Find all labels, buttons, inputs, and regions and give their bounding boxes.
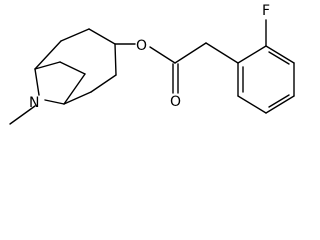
bond-ester-oxygen-carbonyl [149,46,176,64]
ring-bond-1 [237,45,267,64]
ring-inner-double-1 [268,51,290,65]
atom-label-nitrogen: N [29,95,39,111]
tropane-skeleton [9,28,117,125]
bond-c9-c7 [63,73,86,105]
bond-c6-c7 [63,91,92,105]
ring-bond-2 [265,45,295,64]
bond-c8-c9 [59,61,86,75]
ester-linkage [114,42,239,94]
bond-ch2-ring [205,42,239,64]
bond-c4-c5 [114,43,117,76]
ring-bond-4 [265,95,295,114]
atom-label-fluorine: F [262,3,270,19]
bond-c5-c6 [90,74,117,93]
bond-c1-c2 [34,40,62,70]
bond-c7-n [44,99,65,105]
structure-diagram: N O O F [9,3,295,125]
bond-c2-c3 [60,28,90,42]
bond-c3-c4 [88,28,116,45]
fluorophenyl-ring [237,19,295,114]
atom-label-carbonyl-oxygen: O [170,94,181,110]
atom-labels: N O O F [29,3,270,111]
bond-n-c1 [34,68,40,96]
bond-carbonyl-ch2 [174,42,207,64]
atom-label-ester-oxygen: O [136,38,147,54]
bond-n-methyl [9,105,36,125]
bond-c1-c8 [34,61,61,70]
ring-inner-double-2 [268,94,290,108]
ring-bond-5 [237,95,267,114]
